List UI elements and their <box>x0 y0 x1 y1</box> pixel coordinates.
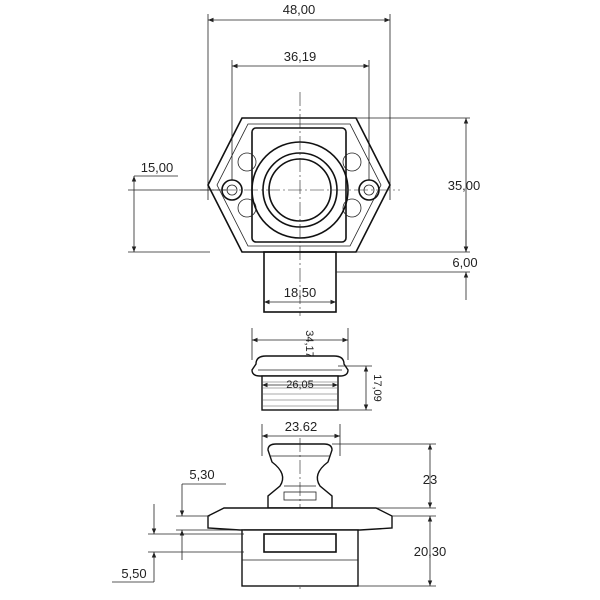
dim-knob-diameter: 23.62 <box>285 419 318 434</box>
dim-overall-width: 48,00 <box>283 2 316 17</box>
dim-height: 35,00 <box>448 178 481 193</box>
dim-hole-spacing: 36,19 <box>284 49 317 64</box>
dim-body-width: 18,50 <box>284 285 317 300</box>
dim-thread-height: 17,09 <box>371 374 383 402</box>
dim-knob-height: 23 <box>423 472 437 487</box>
dim-offset-left: 15,00 <box>141 160 174 175</box>
dim-flange-thickness: 6,00 <box>452 255 477 270</box>
nut-thread <box>261 375 339 411</box>
dim-thread-diameter: 26,05 <box>286 379 314 391</box>
dim-body-height: 20,30 <box>414 544 447 559</box>
bottom-flange <box>207 507 393 531</box>
flange-outline <box>207 117 391 253</box>
dim-cap-diameter: 34,17 <box>303 330 315 358</box>
body-below-flange <box>263 251 337 313</box>
dim-bottom-offset: 5,50 <box>121 566 146 581</box>
push-knob <box>267 443 333 509</box>
nut-cap <box>251 355 349 377</box>
top-view: 48,00 36,19 15,00 3 <box>128 2 480 316</box>
middle-view: 34,17 26,05 17,09 <box>251 328 383 411</box>
dim-flange-offset: 5,30 <box>189 467 214 482</box>
bottom-view: 23.62 23 20,30 5,30 <box>112 419 446 590</box>
body-window <box>263 533 337 553</box>
bottom-body <box>241 529 359 587</box>
